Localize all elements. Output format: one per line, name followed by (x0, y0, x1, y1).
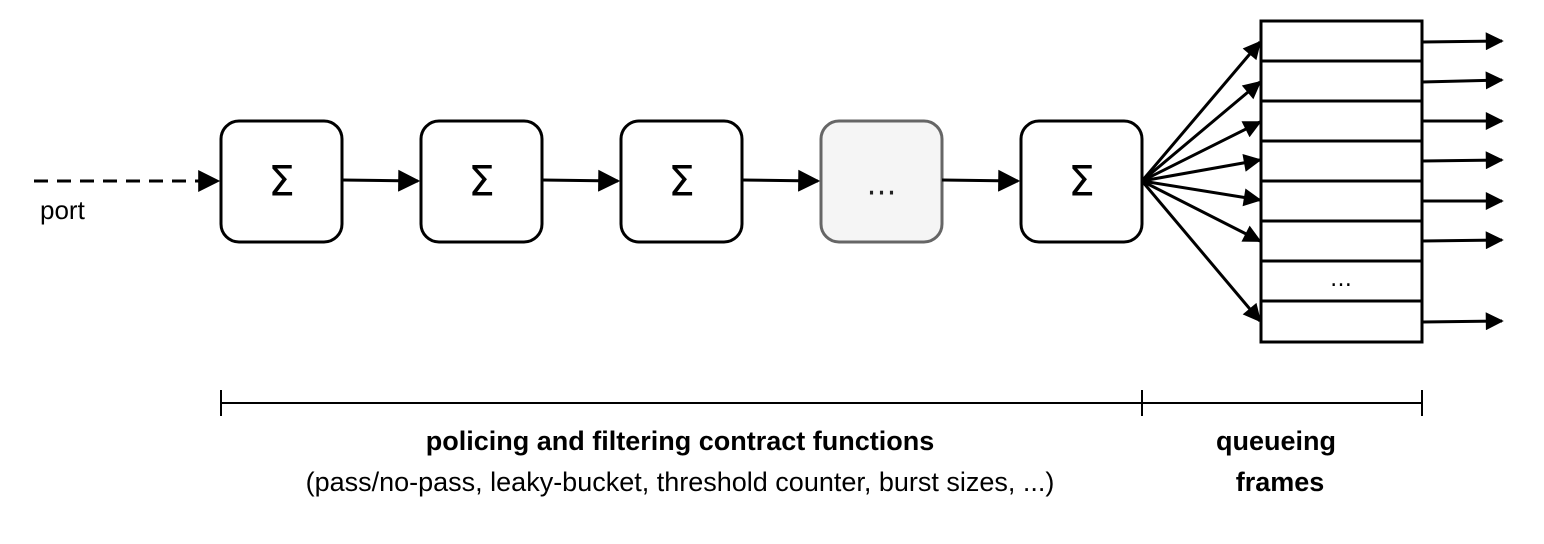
sigma-symbol: Σ (1068, 157, 1095, 206)
queue-stack: … (1259, 19, 1424, 344)
queue-output-arrows (1421, 32, 1504, 331)
stage-connector-arrow (741, 169, 821, 192)
stage-box-1: Σ (219, 119, 344, 244)
port-label: port (40, 195, 86, 225)
sigma-symbol: Σ (268, 157, 295, 206)
ellipsis-symbol: … (867, 168, 897, 203)
sigma-symbol: Σ (668, 157, 695, 206)
policing-section-title: policing and filtering contract function… (426, 426, 935, 456)
sigma-symbol: Σ (468, 157, 495, 206)
queueing-section-title: queueing (1216, 426, 1336, 456)
stage-connector-arrow (541, 169, 621, 192)
stage-box-ellipsis: … (819, 119, 944, 244)
queueing-section-subtitle: frames (1236, 467, 1325, 497)
section-brackets (220, 390, 1423, 416)
stage-box-last: Σ (1019, 119, 1144, 244)
stage-box-2: Σ (419, 119, 544, 244)
stage-connector-arrow (341, 169, 421, 192)
policing-section-subtitle: (pass/no-pass, leaky-bucket, threshold c… (306, 467, 1055, 497)
stage-connector-arrow (941, 169, 1021, 192)
fan-out-arrows (1140, 40, 1262, 323)
queue-ellipsis: … (1330, 267, 1352, 292)
stage-box-3: Σ (619, 119, 744, 244)
